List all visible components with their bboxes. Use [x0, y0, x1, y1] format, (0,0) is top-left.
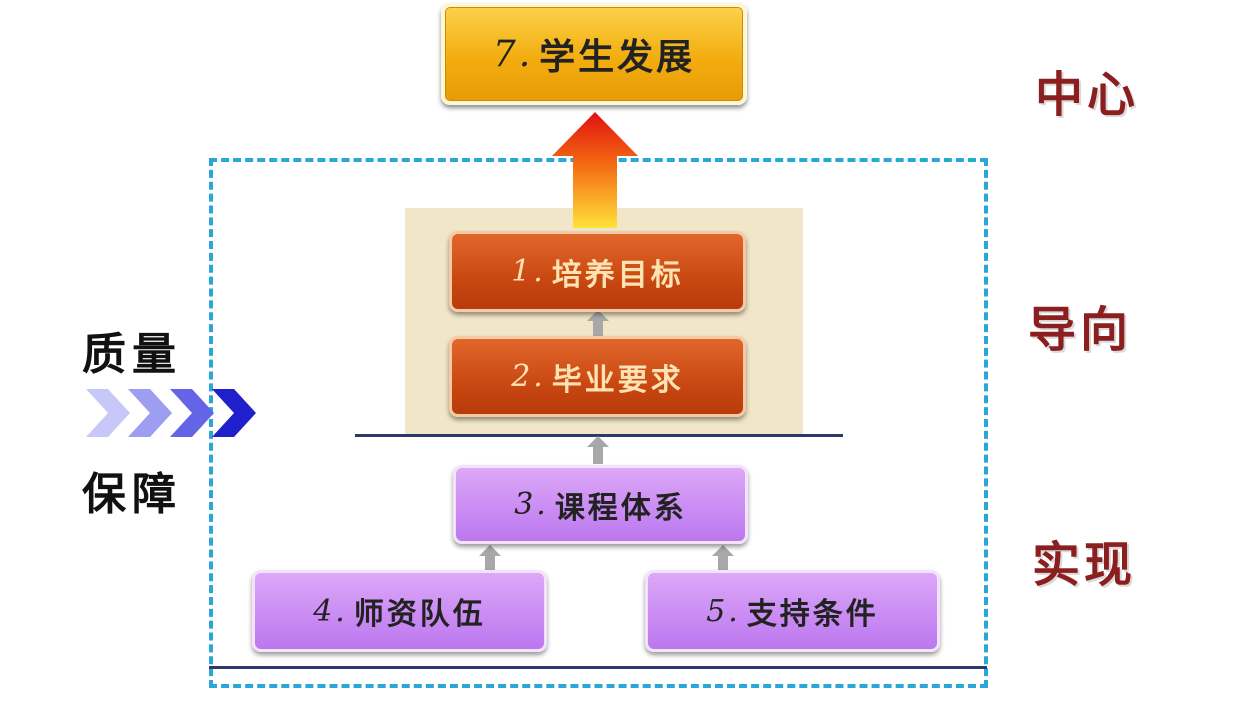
divider-line-middle: [355, 434, 843, 437]
box-label: 学生发展: [539, 36, 696, 78]
label-assurance: 保障: [82, 469, 182, 520]
label-realize: 实现: [1032, 537, 1137, 593]
box-label: 课程体系: [554, 490, 687, 526]
box-label: 支持条件: [746, 597, 879, 632]
gray-up-arrow-icon: [587, 310, 609, 336]
gradient-up-arrow-icon: [552, 112, 638, 228]
support-conditions-box: 5. 支持条件: [645, 570, 940, 652]
label-center: 中心: [1035, 67, 1140, 123]
box-number: 7.: [492, 33, 534, 75]
curriculum-system-box: 3. 课程体系: [453, 465, 748, 544]
box-number: 3.: [514, 487, 549, 522]
student-development-box: 7. 学生发展: [441, 3, 747, 105]
box-label: 师资队伍: [353, 597, 486, 632]
gray-up-arrow-icon: [479, 545, 501, 571]
label-guide: 导向: [1028, 302, 1133, 358]
box-label: 培养目标: [551, 257, 684, 293]
label-quality: 质量: [82, 329, 182, 380]
box-number: 2.: [511, 359, 546, 394]
box-number: 5.: [706, 593, 741, 629]
box-number: 4.: [313, 593, 348, 629]
gray-up-arrow-icon: [712, 545, 734, 571]
box-label: 毕业要求: [551, 362, 684, 398]
box-number: 1.: [511, 254, 546, 289]
chevron-right-icon: [86, 389, 256, 437]
gray-up-arrow-icon: [587, 436, 609, 464]
faculty-team-box: 4. 师资队伍: [252, 570, 547, 652]
training-goal-box: 1. 培养目标: [449, 231, 746, 312]
divider-line-bottom: [209, 666, 987, 669]
graduation-requirement-box: 2. 毕业要求: [449, 336, 746, 417]
